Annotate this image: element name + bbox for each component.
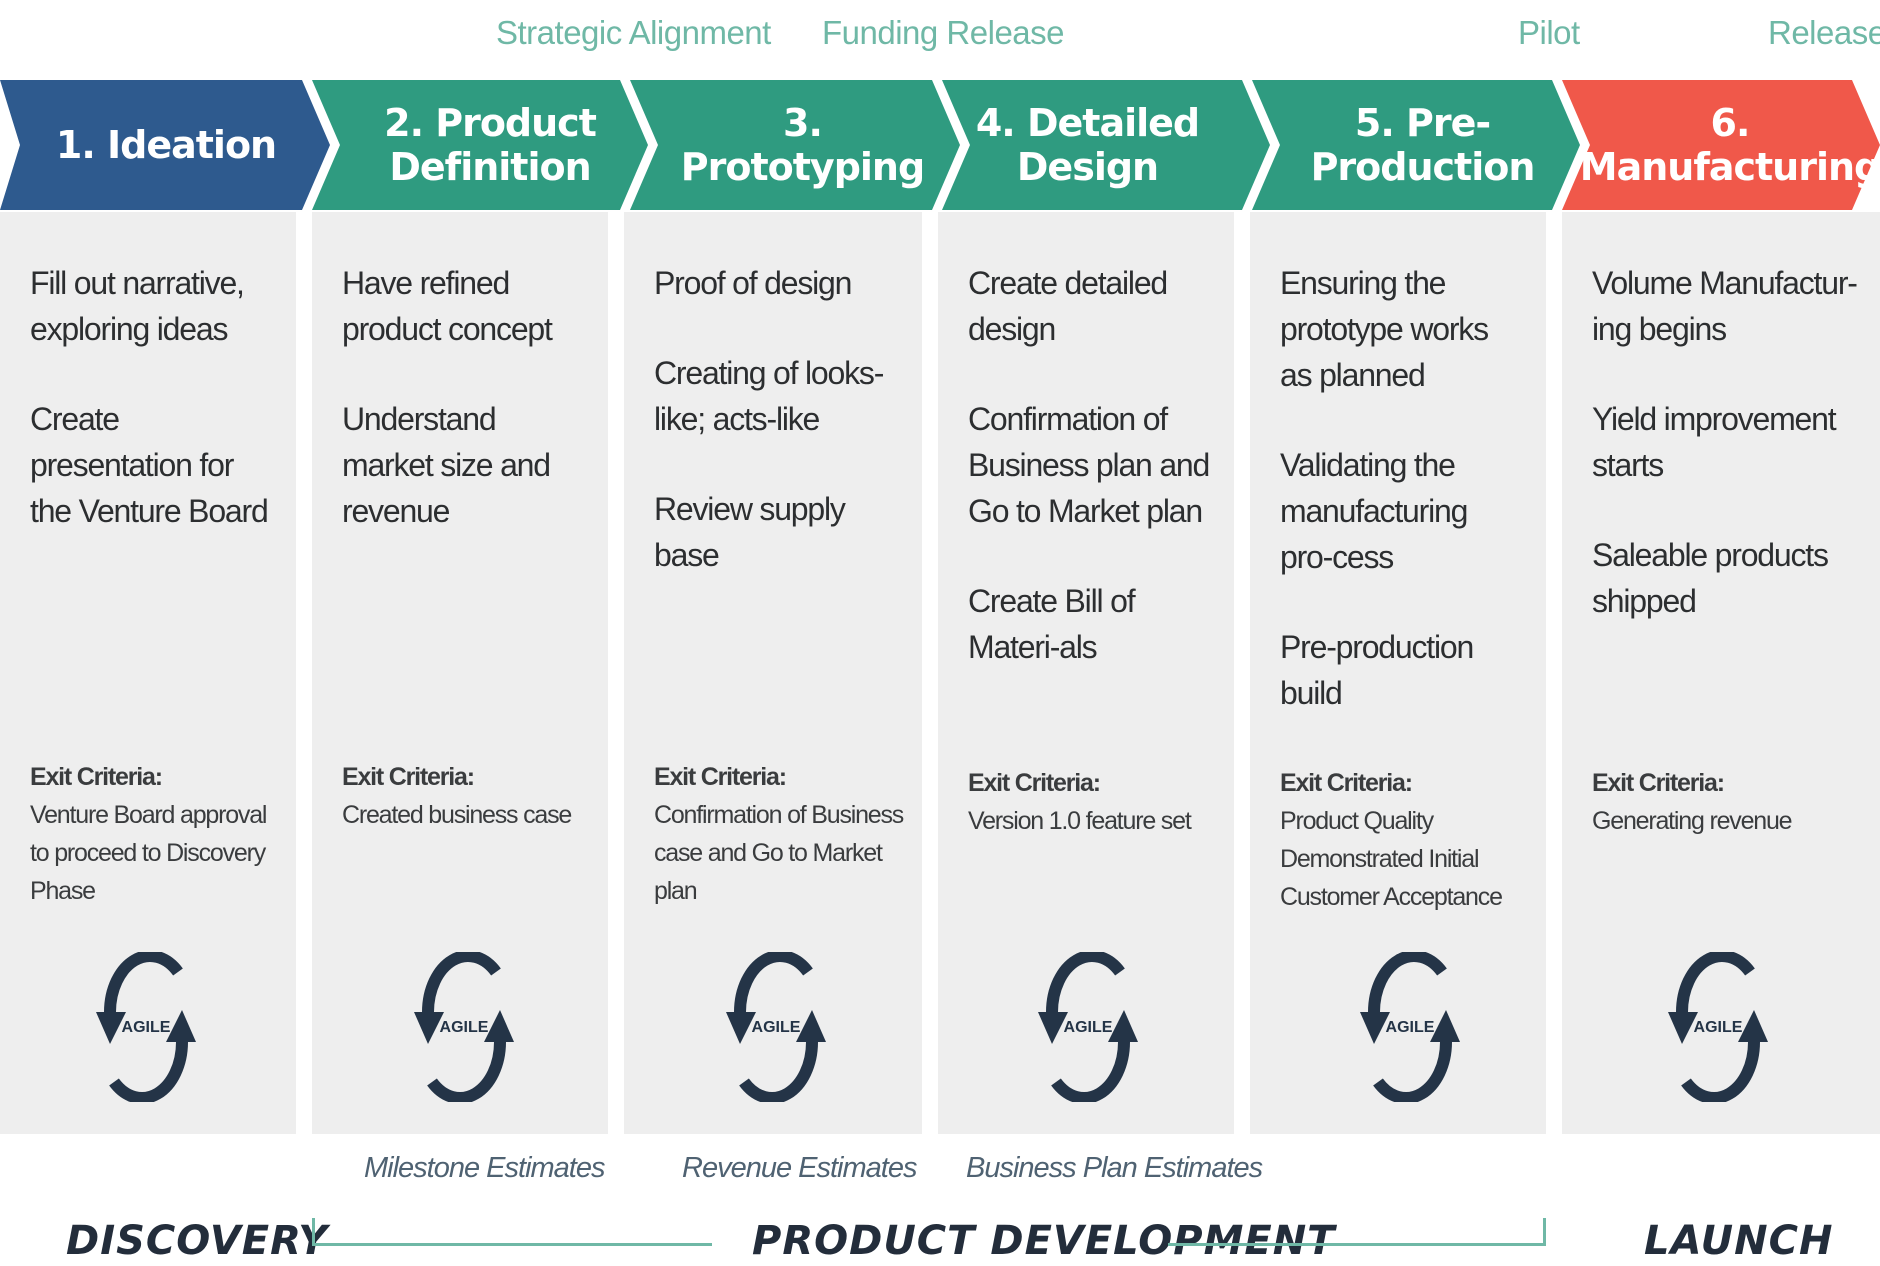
exit-criteria-text: Version 1.0 feature set xyxy=(968,807,1192,835)
stage-header-band: 1. Ideation 2. Product Definition 3. Pro… xyxy=(0,80,1880,210)
activity-item: Confirmation of Business plan and Go to … xyxy=(968,401,1210,529)
activity-item: Understand market size and revenue xyxy=(342,401,551,529)
chevron-detailed-design xyxy=(942,80,1270,210)
chevron-pre-production xyxy=(1252,80,1580,210)
stage-chevrons xyxy=(0,80,1880,210)
agile-cycle-icon: AGILE xyxy=(726,952,826,1102)
activity-item: Saleable products shipped xyxy=(1592,537,1829,619)
stage-column-manufacturing: Volume Manufactur-ing begins Yield impro… xyxy=(1562,212,1880,1134)
chevron-prototyping xyxy=(630,80,960,210)
stage-title-ideation: 1. Ideation xyxy=(55,123,277,167)
activity-item: Pre-production build xyxy=(1280,629,1474,711)
stage-column-ideation: Fill out narrative, exploring ideas Crea… xyxy=(0,212,296,1134)
stage-column-product-definition: Have refined product concept Understand … xyxy=(312,212,608,1134)
exit-criteria-text: Generating revenue xyxy=(1592,807,1793,835)
milestone-strategic-alignment: Strategic Alignment xyxy=(496,14,771,51)
phase-discovery: DISCOVERY xyxy=(66,1218,329,1264)
exit-criteria-text: Venture Board approval to proceed to Dis… xyxy=(30,801,267,905)
activity-item: Volume Manufactur-ing begins xyxy=(1592,265,1858,347)
stage-title-pre-production: 5. Pre-Production xyxy=(1310,101,1536,189)
estimate-milestone: Milestone Estimates xyxy=(364,1152,605,1184)
activity-item: Review supply base xyxy=(654,491,846,573)
exit-criteria: Exit Criteria: Created business case xyxy=(342,758,594,834)
exit-criteria-label: Exit Criteria: xyxy=(1280,769,1413,797)
activity-item: Create presentation for the Venture Boar… xyxy=(30,401,269,529)
milestone-row: Strategic Alignment Funding Release Pilo… xyxy=(0,0,1880,70)
activity-item: Create detailed design xyxy=(968,265,1168,347)
exit-criteria: Exit Criteria: Venture Board approval to… xyxy=(30,758,282,910)
activity-item: Fill out narrative, exploring ideas xyxy=(30,265,245,347)
exit-criteria-text: Confirmation of Business case and Go to … xyxy=(654,801,904,905)
exit-criteria-text: Product Quality Demonstrated Initial Cus… xyxy=(1280,807,1503,911)
chevron-manufacturing xyxy=(1562,80,1880,210)
phase-bracket-right xyxy=(1168,1218,1546,1246)
exit-criteria-label: Exit Criteria: xyxy=(968,769,1101,797)
phase-product-development: PRODUCT DEVELOPMENT xyxy=(752,1218,1336,1264)
agile-label: AGILE xyxy=(1386,1019,1435,1036)
activity-item: Validating the manufacturing pro-cess xyxy=(1280,447,1468,575)
activity-item: Have refined product concept xyxy=(342,265,553,347)
milestone-release: Release xyxy=(1768,14,1880,51)
stage-title-detailed-design: 4. Detailed Design xyxy=(975,101,1200,189)
phase-bracket-left xyxy=(312,1218,712,1246)
agile-cycle-icon: AGILE xyxy=(1668,952,1768,1102)
stage-column-detailed-design: Create detailed design Confirmation of B… xyxy=(938,212,1234,1134)
chevron-ideation xyxy=(0,80,330,210)
activity-item: Ensuring the prototype works as planned xyxy=(1280,265,1489,393)
agile-label: AGILE xyxy=(752,1019,801,1036)
agile-cycle-icon: AGILE xyxy=(414,952,514,1102)
stage-title-product-definition: 2. Product Definition xyxy=(384,101,597,189)
exit-criteria: Exit Criteria: Version 1.0 feature set xyxy=(968,764,1220,840)
activity-item: Proof of design xyxy=(654,265,852,301)
exit-criteria: Exit Criteria: Confirmation of Business … xyxy=(654,758,908,910)
milestone-funding-release: Funding Release xyxy=(822,14,1065,51)
agile-label: AGILE xyxy=(1694,1019,1743,1036)
agile-cycle-icon: AGILE xyxy=(96,952,196,1102)
stage-title-manufacturing: 6. Manufacturing xyxy=(1579,101,1880,189)
agile-label: AGILE xyxy=(1064,1019,1113,1036)
chevron-product-definition xyxy=(312,80,648,210)
exit-criteria-label: Exit Criteria: xyxy=(654,763,787,791)
phase-launch: LAUNCH xyxy=(1644,1218,1834,1264)
agile-cycle-icon: AGILE xyxy=(1038,952,1138,1102)
agile-label: AGILE xyxy=(122,1019,171,1036)
exit-criteria-label: Exit Criteria: xyxy=(1592,769,1725,797)
exit-criteria-label: Exit Criteria: xyxy=(30,763,163,791)
milestone-pilot: Pilot xyxy=(1518,14,1580,51)
activity-item: Create Bill of Materi-als xyxy=(968,583,1136,665)
exit-criteria-label: Exit Criteria: xyxy=(342,763,475,791)
stage-column-prototyping: Proof of design Creating of looks-like; … xyxy=(624,212,922,1134)
activity-item: Creating of looks-like; acts-like xyxy=(654,355,884,437)
exit-criteria: Exit Criteria: Product Quality Demonstra… xyxy=(1280,764,1532,916)
activity-item: Yield improvement starts xyxy=(1592,401,1837,483)
exit-criteria-text: Created business case xyxy=(342,801,572,829)
stage-column-pre-production: Ensuring the prototype works as planned … xyxy=(1250,212,1546,1134)
estimate-business-plan: Business Plan Estimates xyxy=(966,1152,1263,1184)
exit-criteria: Exit Criteria: Generating revenue xyxy=(1592,764,1866,840)
stage-title-prototyping: 3. Prototyping xyxy=(680,101,925,189)
agile-cycle-icon: AGILE xyxy=(1360,952,1460,1102)
estimate-revenue: Revenue Estimates xyxy=(682,1152,917,1184)
agile-label: AGILE xyxy=(440,1019,489,1036)
